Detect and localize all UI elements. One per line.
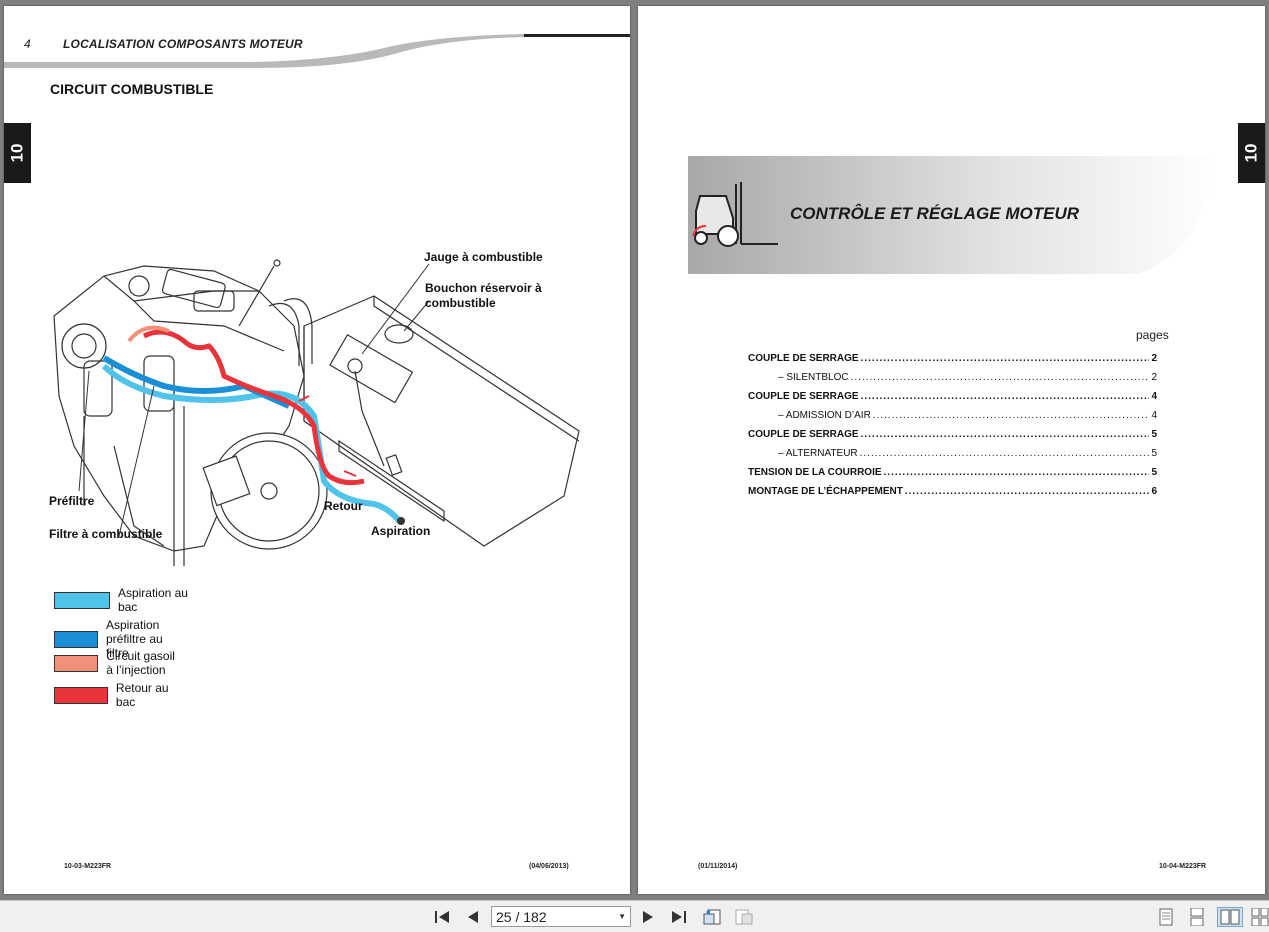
toc-page: 4 bbox=[1151, 410, 1157, 421]
facing-icon[interactable] bbox=[1217, 907, 1243, 927]
header-swoosh bbox=[4, 34, 630, 68]
page-indicator-text: 25 / 182 bbox=[496, 908, 547, 925]
toc-page: 6 bbox=[1151, 486, 1157, 497]
legend-item: Aspiration préfiltre au filtre bbox=[54, 618, 188, 660]
legend-swatch bbox=[54, 630, 98, 648]
legend-swatch bbox=[54, 654, 99, 672]
legend-label: Aspiration au bac bbox=[117, 586, 188, 614]
footer-code: 10-04-M223FR bbox=[1159, 863, 1207, 870]
toc-label: – SILENTBLOC bbox=[778, 372, 849, 383]
toc-page: 4 bbox=[1151, 391, 1157, 402]
toc-label: COUPLE DE SERRAGE bbox=[748, 429, 859, 440]
single-page-icon[interactable] bbox=[1156, 907, 1176, 927]
callout-bouchon: Bouchon réservoir à combustible bbox=[425, 281, 542, 310]
chapter-tab-label: 10 bbox=[1241, 143, 1261, 163]
callout-aspiration: Aspiration bbox=[371, 524, 431, 538]
last-page-icon[interactable] bbox=[669, 907, 689, 927]
toc-page: 5 bbox=[1151, 448, 1157, 459]
page-number-input[interactable]: 25 / 182 ▼ bbox=[491, 906, 631, 927]
legend-item: Aspiration au bac bbox=[54, 586, 188, 614]
navigation-toolbar: 25 / 182 ▼ bbox=[0, 900, 1269, 932]
legend-item: Retour au bac bbox=[54, 681, 171, 709]
toc-label: COUPLE DE SERRAGE bbox=[748, 391, 859, 402]
section-title: CIRCUIT COMBUSTIBLE bbox=[50, 81, 214, 97]
toc-label: TENSION DE LA COURROIE bbox=[748, 467, 882, 478]
toc-page: 2 bbox=[1151, 372, 1157, 383]
toc-entry[interactable]: COUPLE DE SERRAGE 5 bbox=[748, 429, 1157, 440]
chevron-down-icon[interactable]: ▼ bbox=[618, 912, 626, 921]
first-page-icon[interactable] bbox=[432, 907, 452, 927]
toc-label: – ALTERNATEUR bbox=[778, 448, 858, 459]
toc-page: 5 bbox=[1151, 429, 1157, 440]
toc-label: – ADMISSION D’AIR bbox=[778, 410, 871, 421]
right-page: 10 CONTRÔLE ET RÉGLAGE MOTEUR pages C bbox=[638, 6, 1265, 894]
callout-retour: Retour bbox=[324, 499, 363, 513]
chapter-title: CONTRÔLE ET RÉGLAGE MOTEUR bbox=[790, 204, 1079, 223]
header-title: LOCALISATION COMPOSANTS MOTEUR bbox=[63, 37, 303, 51]
chapter-banner bbox=[688, 156, 1218, 274]
legend-swatch bbox=[54, 591, 110, 609]
legend-label: Retour au bac bbox=[115, 681, 169, 709]
next-page-icon[interactable] bbox=[638, 907, 658, 927]
toc-entry[interactable]: – ALTERNATEUR 5 bbox=[748, 448, 1157, 459]
toc-page: 5 bbox=[1151, 467, 1157, 478]
forklift-icon bbox=[692, 182, 778, 247]
chapter-tab-label: 10 bbox=[7, 143, 27, 163]
continuous-icon[interactable] bbox=[1187, 907, 1207, 927]
toc-entry[interactable]: – SILENTBLOC 2 bbox=[748, 372, 1157, 383]
toc-entry[interactable]: COUPLE DE SERRAGE 2 bbox=[748, 353, 1157, 364]
chapter-tab: 10 bbox=[1238, 123, 1265, 183]
pages-label: pages bbox=[1136, 328, 1169, 342]
callout-jauge: Jauge à combustible bbox=[424, 250, 543, 264]
page-number: 4 bbox=[24, 37, 31, 51]
previous-page-icon[interactable] bbox=[463, 907, 483, 927]
legend-label: Circuit gasoil à l’injection bbox=[106, 649, 175, 677]
chapter-tab: 10 bbox=[4, 123, 31, 183]
footer-code: 10-03-M223FR bbox=[64, 863, 112, 870]
footer-date: (01/11/2014) bbox=[698, 863, 738, 870]
document-viewer[interactable]: 4 LOCALISATION COMPOSANTS MOTEUR CIRCUIT… bbox=[0, 0, 1269, 900]
previous-view-icon[interactable] bbox=[702, 907, 722, 927]
fuel-circuit-diagram bbox=[53, 259, 580, 566]
left-page: 4 LOCALISATION COMPOSANTS MOTEUR CIRCUIT… bbox=[4, 6, 630, 894]
legend-swatch bbox=[54, 686, 108, 704]
legend-label: Aspiration préfiltre au filtre bbox=[105, 618, 163, 660]
footer-date: (04/06/2013) bbox=[529, 863, 569, 870]
toc-label: MONTAGE DE L’ÉCHAPPEMENT bbox=[748, 486, 903, 497]
toc-entry[interactable]: COUPLE DE SERRAGE 4 bbox=[748, 391, 1157, 402]
next-view-icon[interactable] bbox=[734, 907, 754, 927]
callout-prefiltre: Préfiltre bbox=[49, 494, 95, 508]
toc-entry[interactable]: MONTAGE DE L’ÉCHAPPEMENT 6 bbox=[748, 486, 1157, 497]
toc-page: 2 bbox=[1151, 353, 1157, 364]
toc-label: COUPLE DE SERRAGE bbox=[748, 353, 859, 364]
continuous-facing-icon[interactable] bbox=[1250, 907, 1269, 927]
legend-item: Circuit gasoil à l’injection bbox=[54, 649, 184, 677]
toc-entry[interactable]: TENSION DE LA COURROIE 5 bbox=[748, 467, 1157, 478]
toc-entry[interactable]: – ADMISSION D’AIR 4 bbox=[748, 410, 1157, 421]
callout-filtre: Filtre à combustible bbox=[49, 527, 163, 541]
